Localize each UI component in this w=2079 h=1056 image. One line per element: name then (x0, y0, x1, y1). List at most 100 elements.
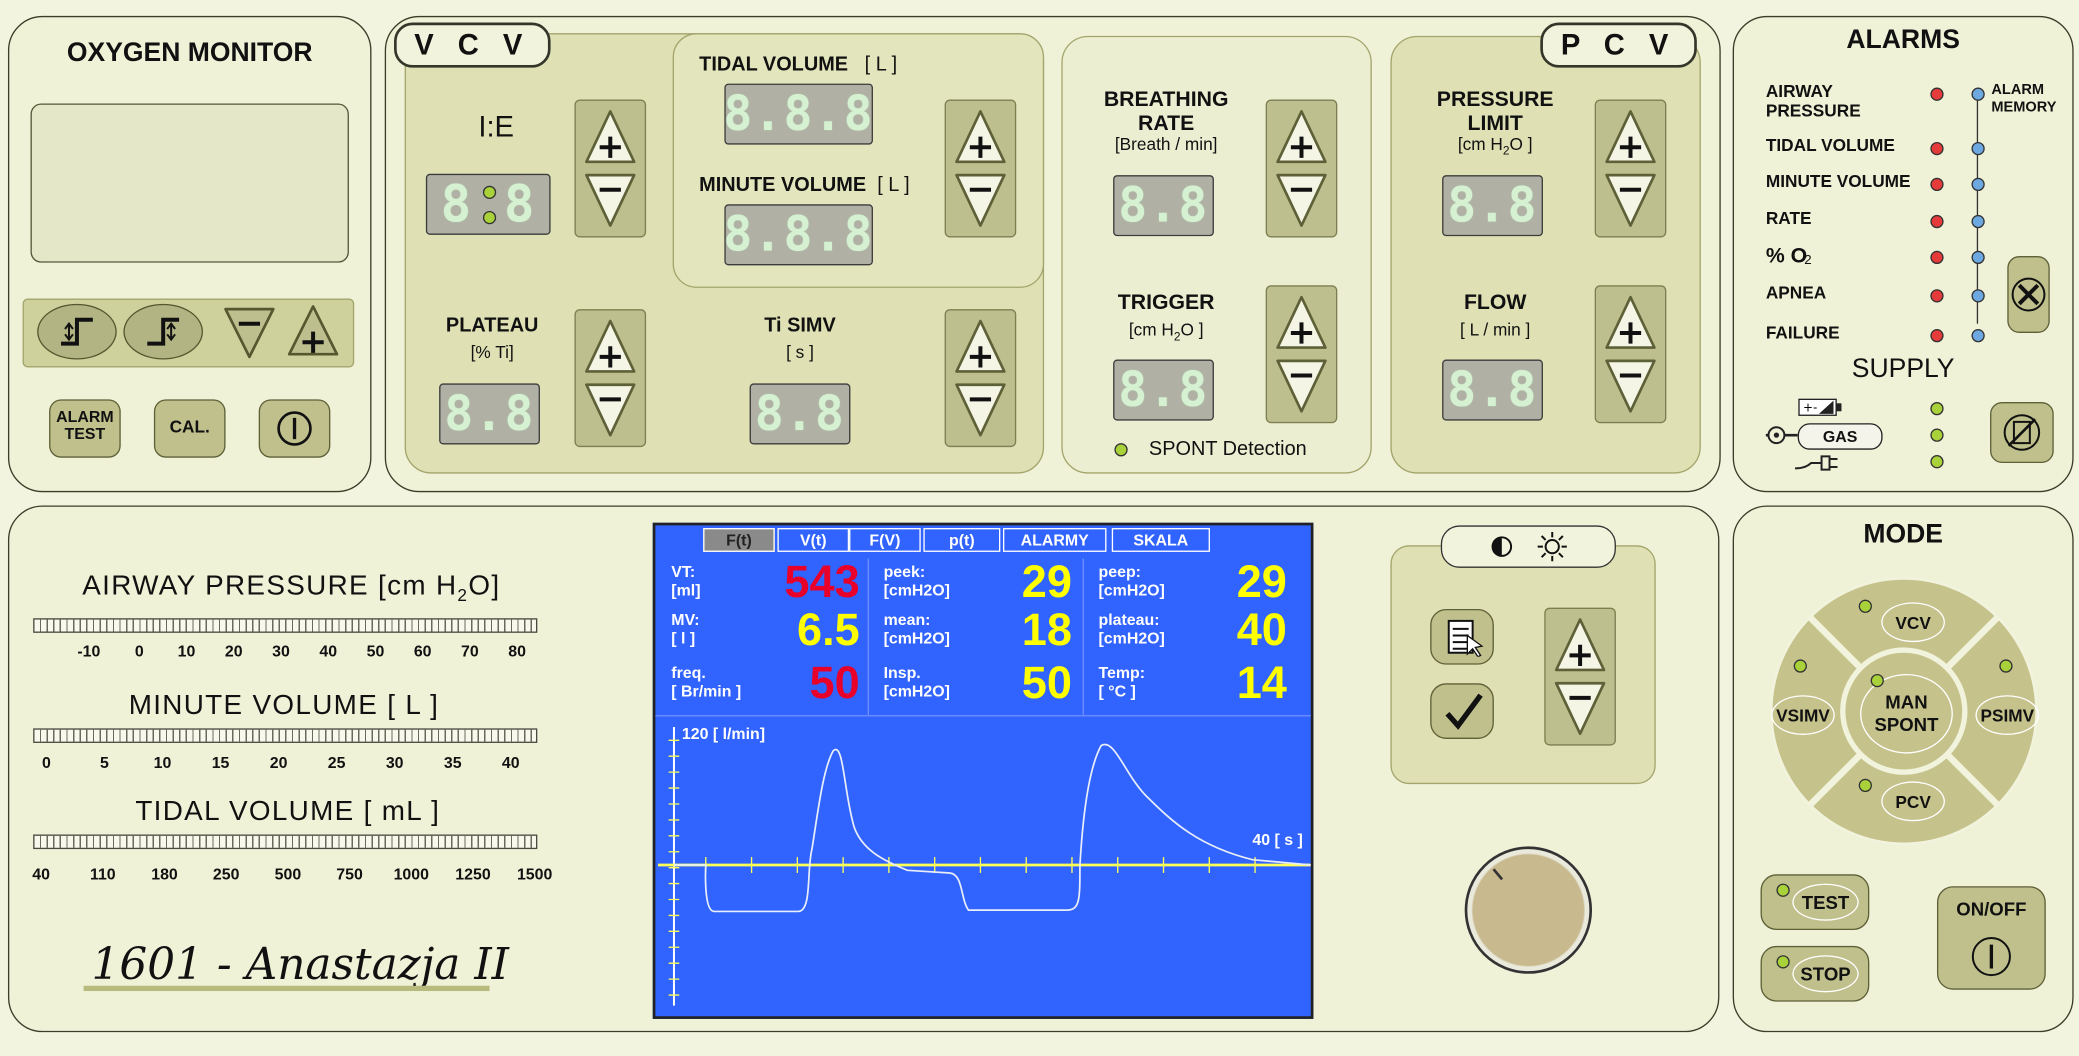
gas-supply-badge: GAS (1797, 423, 1883, 450)
gauge-tick-label: 0 (134, 642, 144, 661)
screen-tab-pt[interactable]: p(t) (923, 528, 1001, 552)
breathing-rate-display: 8.8 (1113, 175, 1214, 237)
volume-increase-button[interactable] (953, 109, 1009, 167)
gauge-tick-label: 250 (212, 865, 240, 884)
check-icon (1445, 693, 1483, 730)
gauge-tick-label: 25 (327, 753, 346, 773)
readout-divider-3 (655, 715, 1311, 717)
trigger-decrease-button[interactable] (1274, 356, 1330, 414)
rotary-knob[interactable] (1464, 846, 1593, 974)
breathing-rate-increase-button[interactable] (1274, 109, 1330, 167)
upper-threshold-button[interactable] (123, 303, 203, 360)
readout-name: VT: (671, 562, 696, 582)
readout-unit: [ml] (671, 581, 701, 601)
flow-decrease-button[interactable] (1603, 356, 1659, 414)
confirm-button[interactable] (1430, 683, 1494, 739)
readout-value: 50 (809, 658, 860, 709)
contrast-icon (1491, 536, 1513, 557)
display-increase-button[interactable] (1552, 617, 1608, 675)
ti-simv-increase-button[interactable] (953, 318, 1009, 376)
pressure-limit-display: 8.8 (1442, 175, 1543, 237)
ti-simv-decrease-button[interactable] (953, 379, 1009, 437)
lower-threshold-button[interactable] (37, 303, 117, 360)
screen-tab-fv[interactable]: F(V) (849, 528, 921, 552)
alarm-mute-icon (2011, 277, 2046, 312)
screen-tab-alarmy[interactable]: ALARMY (1002, 528, 1107, 552)
plateau-display: 8.8 (439, 383, 540, 445)
ti-simv-label: Ti SIMV (764, 314, 836, 337)
plateau-increase-button[interactable] (582, 318, 638, 376)
psimv-led (1999, 659, 2013, 673)
spont-detection-label: SPONT Detection (1148, 437, 1307, 461)
breathing-rate-stepper (1265, 99, 1338, 238)
vsimv-led (1793, 659, 1807, 673)
mode-vcv-button[interactable]: VCV (1881, 602, 1945, 643)
screen-tab-vt[interactable]: V(t) (777, 528, 850, 552)
gauge-tick-label: -10 (77, 642, 101, 661)
alarm-item-label: APNEA (1765, 282, 1827, 303)
supply-mute-button[interactable] (1990, 401, 2054, 464)
alarm-item-label: % O (1765, 245, 1808, 268)
menu-button[interactable] (1430, 608, 1494, 665)
pressure-limit-increase-button[interactable] (1603, 109, 1659, 167)
alarm-memory-led (1971, 87, 1985, 101)
alarm-memory-led (1971, 141, 1985, 156)
vcv-tab[interactable]: V C V (394, 22, 551, 68)
gauge-tick-label: 40 (501, 753, 520, 773)
minute-volume-label: MINUTE VOLUME [ L ] (699, 173, 910, 197)
mode-psimv-button[interactable]: PSIMV (1975, 695, 2040, 735)
svg-text:+-: +- (1803, 400, 1817, 414)
gauge-tick-label: 60 (413, 642, 432, 661)
screen-tab-ft[interactable]: F(t) (703, 528, 775, 552)
display-decrease-button[interactable] (1552, 678, 1608, 736)
ie-decrease-button[interactable] (582, 170, 638, 228)
flow-label: FLOW (1463, 291, 1527, 315)
readout-value: 29 (1021, 557, 1072, 608)
trigger-increase-button[interactable] (1274, 295, 1330, 353)
volume-decrease-button[interactable] (953, 170, 1009, 228)
plateau-decrease-button[interactable] (582, 379, 638, 437)
oxygen-decrease-button[interactable] (222, 304, 278, 360)
oxygen-display (30, 103, 349, 263)
gas-cylinder-icon (1765, 426, 1798, 445)
power-icon (277, 411, 312, 446)
onoff-button[interactable]: ON/OFF (1936, 886, 2046, 990)
screen-tab-skala[interactable]: SKALA (1111, 528, 1210, 552)
readout-unit: [cmH2O] (883, 629, 950, 648)
alarm-memory-led (1971, 250, 1985, 265)
vcv-led (1858, 599, 1872, 613)
trigger-label: TRIGGER (1117, 291, 1215, 315)
readout-label: peek:[cmH2O] (884, 563, 950, 601)
breathing-rate-decrease-button[interactable] (1274, 170, 1330, 228)
o2-subscript: 2 (1804, 253, 1812, 268)
mode-man-spont-button[interactable]: MAN SPONT (1860, 673, 1953, 754)
alarm-test-button[interactable]: ALARM TEST (49, 399, 121, 458)
mode-panel: MODE VCV PCV VSIMV PSIMV MAN SPONT TEST … (1732, 505, 2074, 1033)
ie-increase-button[interactable] (582, 109, 638, 167)
battery-led (1930, 401, 1944, 416)
alarm-memory-led (1971, 177, 1985, 192)
battery-icon: +- (1798, 398, 1842, 416)
alarm-led (1930, 289, 1944, 303)
ie-stepper (574, 99, 647, 238)
alarm-led (1930, 214, 1944, 229)
mode-vsimv-button[interactable]: VSIMV (1771, 695, 1835, 735)
cal-button[interactable]: CAL. (153, 399, 226, 458)
alarm-reset-button[interactable] (2007, 256, 2050, 334)
readout-unit: [ Br/min ] (671, 682, 742, 702)
pressure-limit-decrease-button[interactable] (1603, 170, 1659, 228)
oxygen-power-button[interactable] (258, 399, 331, 458)
mode-pcv-button[interactable]: PCV (1881, 781, 1945, 822)
gauge-tick-label: 10 (153, 753, 172, 773)
contrast-brightness-header (1440, 525, 1616, 568)
alarm-item-label: MINUTE VOLUME (1765, 171, 1911, 192)
pcv-tab[interactable]: P C V (1540, 22, 1697, 68)
tidal-volume-label: TIDAL VOLUME [ L ] (699, 53, 898, 76)
oxygen-increase-button[interactable] (285, 304, 341, 360)
crossed-box-icon (2003, 414, 2041, 451)
flow-increase-button[interactable] (1603, 295, 1659, 353)
readout-value: 40 (1236, 604, 1287, 656)
readout-name: Insp. (883, 663, 921, 682)
